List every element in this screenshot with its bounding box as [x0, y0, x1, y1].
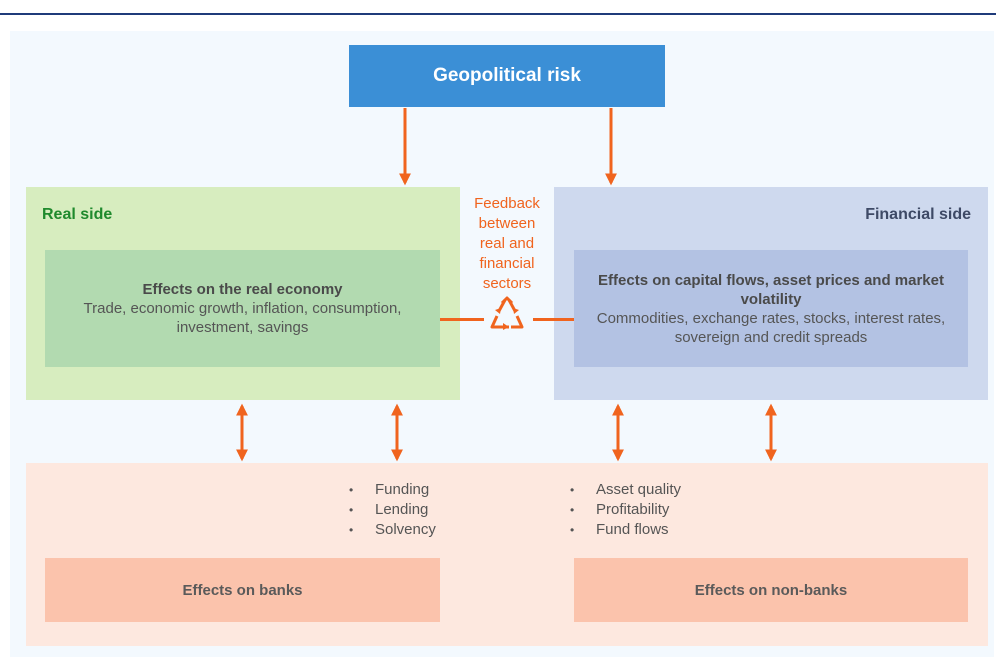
- real-economy-description: Trade, economic growth, inflation, consu…: [83, 300, 402, 336]
- list-item: Funding: [349, 480, 436, 500]
- list-item: Lending: [349, 500, 436, 520]
- list-item: Asset quality: [570, 480, 681, 500]
- feedback-connector-left: [440, 318, 484, 321]
- financial-effects-description: Commodities, exchange rates, stocks, int…: [596, 309, 946, 346]
- top-rule: [0, 13, 996, 15]
- real-economy-heading: Effects on the real economy: [142, 281, 343, 298]
- list-item: Fund flows: [570, 520, 681, 540]
- feedback-line: financial: [479, 255, 535, 272]
- list-item: Solvency: [349, 520, 436, 540]
- real-side-title: Real side: [42, 206, 113, 223]
- geopolitical-risk-box: Geopolitical risk: [349, 45, 665, 107]
- feedback-line: between: [478, 215, 536, 232]
- feedback-connector-right: [533, 318, 574, 321]
- feedback-label: Feedback between real and financial sect…: [462, 194, 552, 294]
- feedback-line: sectors: [482, 275, 532, 292]
- feedback-line: Feedback: [474, 195, 540, 212]
- nonbanks-channels-list: Asset quality Profitability Fund flows: [570, 480, 681, 540]
- effects-on-banks-label: Effects on banks: [182, 581, 303, 599]
- financial-effects-heading: Effects on capital flows, asset prices a…: [598, 271, 944, 308]
- effects-on-nonbanks-box: Effects on non-banks: [574, 558, 968, 622]
- geopolitical-risk-label: Geopolitical risk: [433, 65, 581, 86]
- banks-channels-list: Funding Lending Solvency: [349, 480, 436, 540]
- effects-on-nonbanks-label: Effects on non-banks: [694, 581, 848, 599]
- financial-side-title: Financial side: [865, 206, 971, 223]
- effects-on-banks-box: Effects on banks: [45, 558, 440, 622]
- list-item: Profitability: [570, 500, 681, 520]
- feedback-line: real and: [479, 235, 535, 252]
- real-economy-effects-box: Effects on the real economy Trade, econo…: [45, 250, 440, 367]
- recycle-icon: [490, 296, 524, 330]
- financial-effects-box: Effects on capital flows, asset prices a…: [574, 250, 968, 367]
